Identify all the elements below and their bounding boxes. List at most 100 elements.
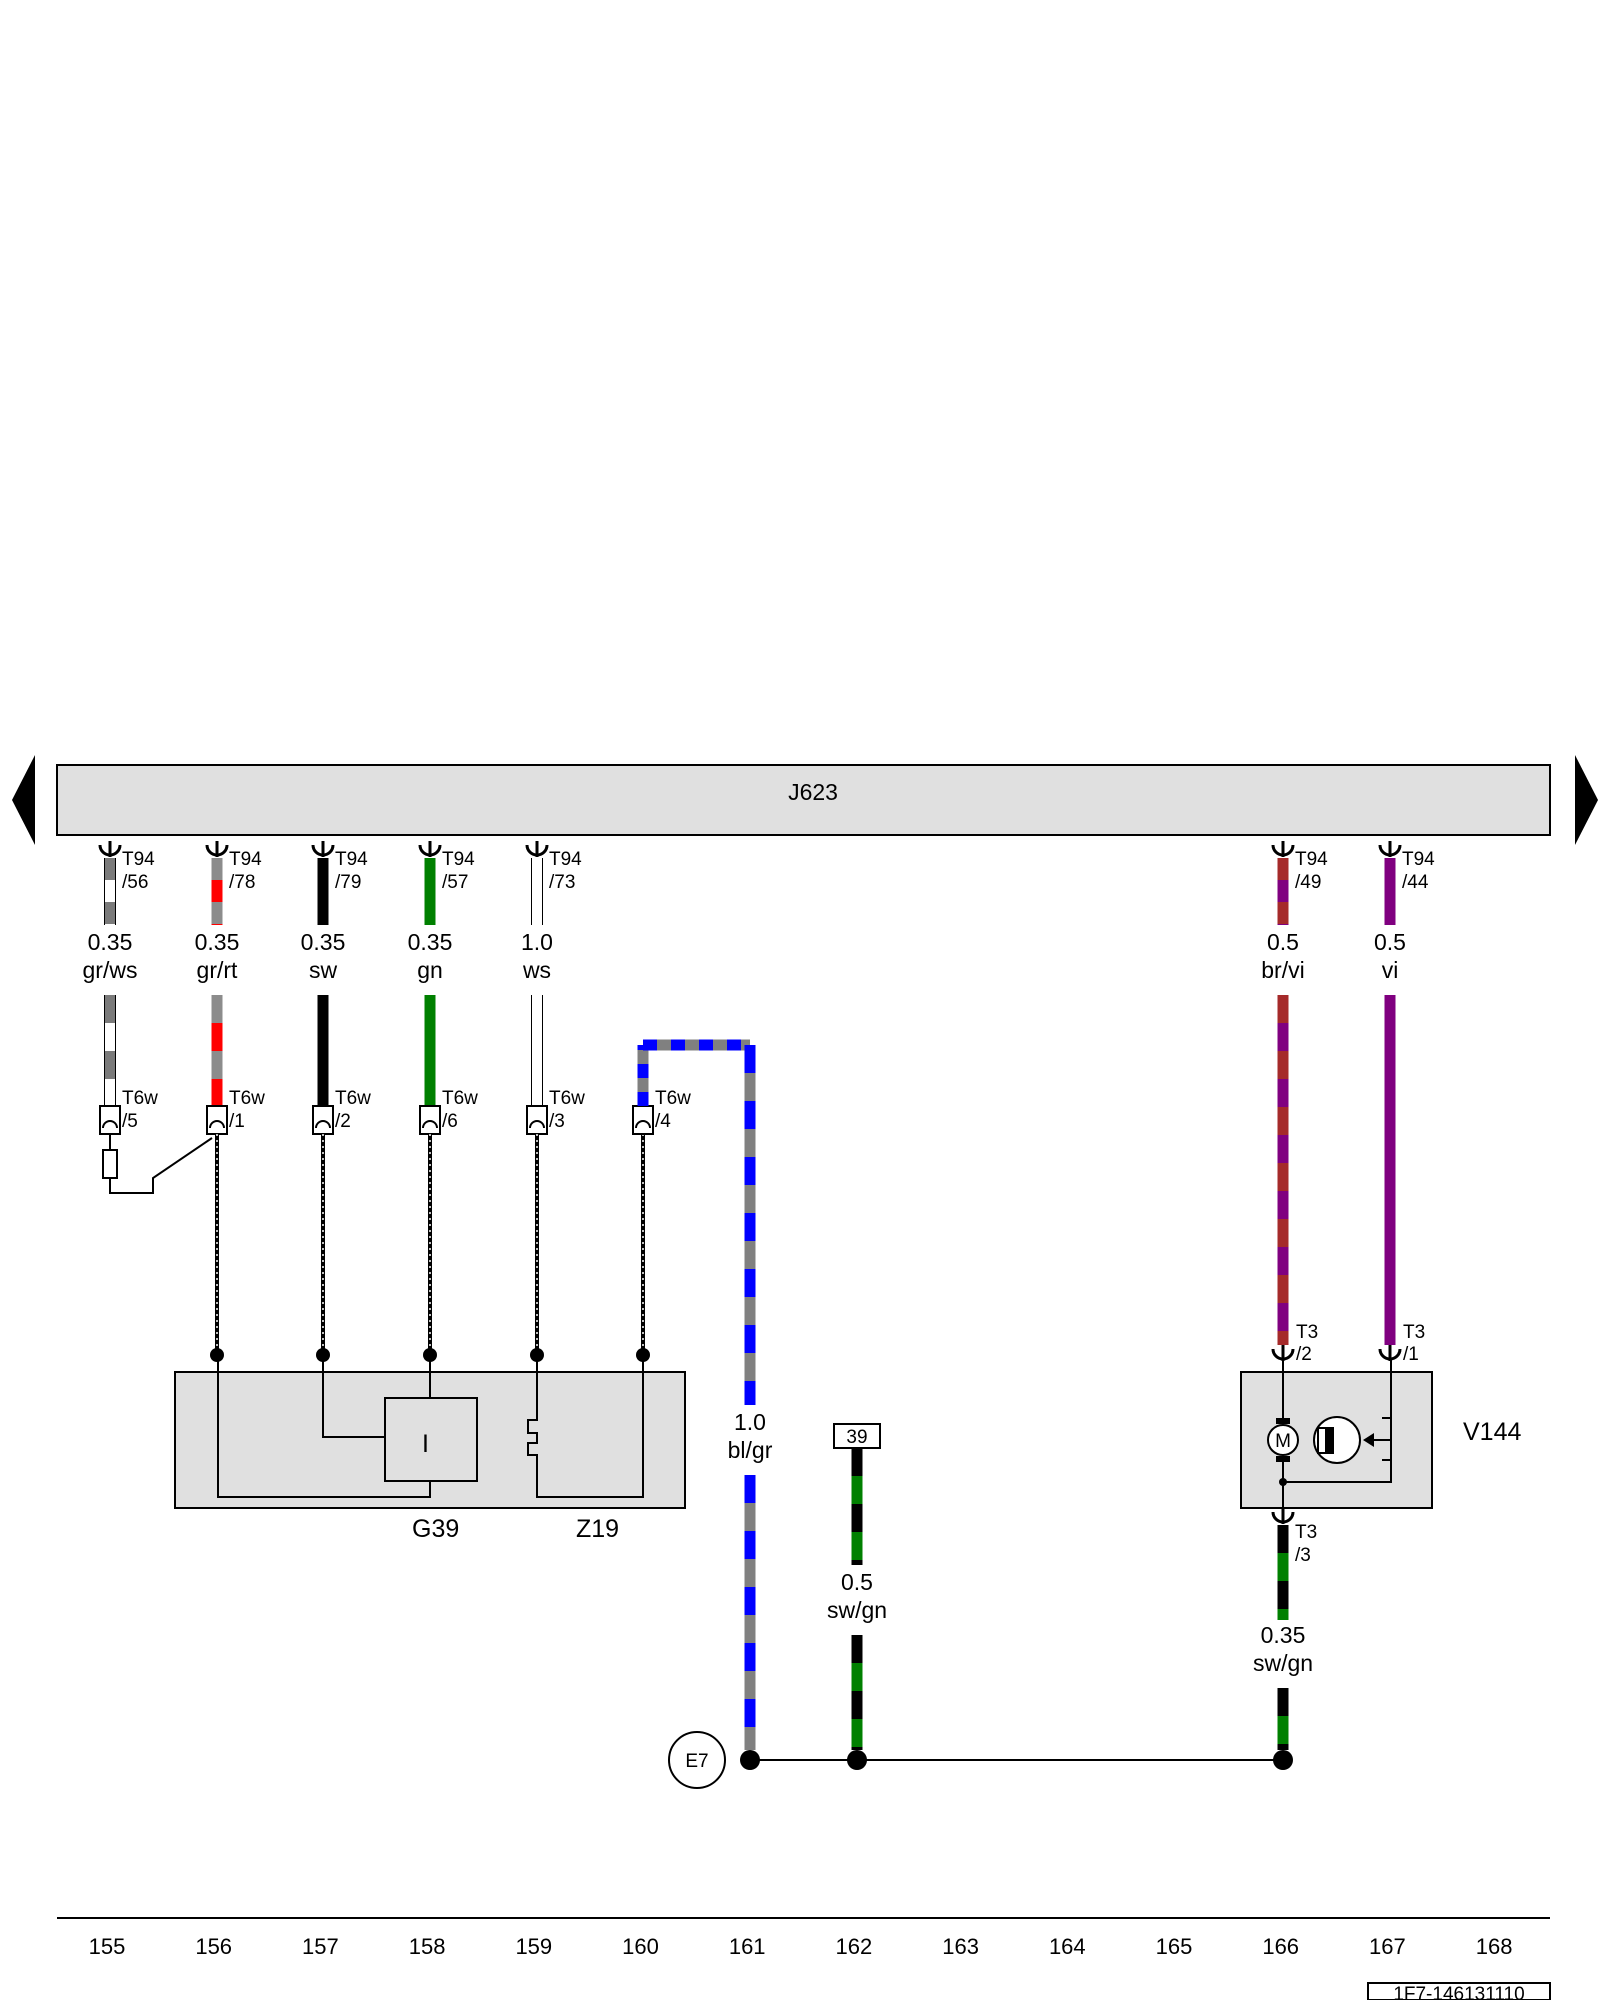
column-number: 164 [1049,1934,1086,1959]
column-number: 159 [515,1934,552,1959]
g39-label: G39 [412,1515,459,1543]
wire-56-conn-pin: /56 [122,872,148,893]
wire-166-conn-name: T3 [1295,1522,1317,1543]
wire-73-lower [531,995,543,1108]
reference-box-39 [833,1423,881,1449]
column-number: 165 [1156,1934,1193,1959]
wire-labels-layer: T94/560.35gr/wsT6w/5T94/780.35gr/rtT6w/1… [83,849,1436,1676]
wire-t6w-4-name: T6w [655,1088,691,1109]
position-sensor-arrow-icon [1363,1433,1374,1447]
motor-icon [1267,1424,1299,1456]
v144-node [1279,1478,1287,1486]
v144-label: V144 [1463,1418,1521,1446]
wire-57-t6w-pin: /6 [442,1111,458,1132]
g39-sensor-element [384,1397,478,1482]
wire-79-conn-name: T94 [335,849,368,870]
wire-56-t6w-pin: /5 [122,1111,138,1132]
doc-id-box [1367,1982,1551,2000]
ground-point-e7 [668,1731,726,1789]
wires-layer [98,841,1402,1750]
ground-point-label: E7 [685,1751,708,1772]
wire-56-t6w-name: T6w [122,1088,158,1109]
wire-44-conn-pin: /44 [1402,872,1429,893]
wire-t6w-4-arc [635,1120,651,1129]
wire-57-gauge: 0.35 [408,929,453,955]
wire-79-color-code: sw [309,957,338,983]
wire-73-upper [531,858,543,925]
ground-node-161 [740,1750,760,1770]
wire-78-t6w-name: T6w [229,1088,265,1109]
column-number: 167 [1369,1934,1406,1959]
wire-44-gauge: 0.5 [1374,929,1406,955]
wire-73-t6w-pin: /3 [549,1111,565,1132]
column-number: 160 [622,1934,659,1959]
ground-node-162 [847,1750,867,1770]
wire-57-conn-name: T94 [442,849,475,870]
wire-57-conn-pin: /57 [442,872,468,893]
wire-44-color-code: vi [1382,957,1399,983]
ground-node-166 [1273,1750,1293,1770]
nav-left-arrow-icon[interactable] [12,755,35,845]
wire-78-t6w-box [206,1105,228,1135]
control-unit-j623-box [56,764,1551,836]
nav-right-arrow-icon[interactable] [1575,755,1598,845]
wire-44-t3-pin: /1 [1403,1344,1419,1365]
wire-73-conn-name: T94 [549,849,582,870]
wire-56-t6w-arc [102,1120,118,1129]
column-number: 162 [836,1934,873,1959]
wire-162-color-code: sw/gn [827,1597,887,1623]
wire-79-t6w-arc [315,1120,331,1129]
wire-57-t6w-arc [422,1120,438,1129]
wire-56-conn-name: T94 [122,849,155,870]
wire-56-gauge: 0.35 [88,929,133,955]
wire-166-gauge: 0.35 [1261,1622,1306,1648]
ground-wire-gauge: 1.0 [734,1409,766,1435]
motor-symbol: M [1275,1431,1291,1452]
motor-brush-bottom [1276,1456,1290,1462]
reference-box-label: 39 [846,1427,867,1448]
wire-78-t6w-pin: /1 [229,1111,245,1132]
wire-49-t3-pin: /2 [1296,1344,1312,1365]
column-number: 157 [302,1934,339,1959]
column-number: 166 [1262,1934,1299,1959]
wire-73-t6w-name: T6w [549,1088,585,1109]
wire-79-t6w-pin: /2 [335,1111,351,1132]
wire-56-color-code: gr/ws [83,957,138,983]
wire-49-color-code: br/vi [1261,957,1304,983]
g39-z19-internal-wiring [217,1355,644,1498]
z19-label: Z19 [576,1515,619,1543]
column-number: 161 [729,1934,766,1959]
wire-49-conn-name: T94 [1295,849,1328,870]
wire-44-conn-name: T94 [1402,849,1435,870]
wire-79-conn-pin: /79 [335,872,361,893]
wire-57-t6w-name: T6w [442,1088,478,1109]
wire-73-t6w-arc [529,1120,545,1129]
wire-56-upper [104,858,116,925]
column-number: 163 [942,1934,979,1959]
wire-73-color-code: ws [522,957,551,983]
wire-78-conn-name: T94 [229,849,262,870]
sensor-symbol: I [422,1430,429,1458]
wire-56-lower [104,995,116,1108]
wire-78-gauge: 0.35 [195,929,240,955]
wire-79-t6w-name: T6w [335,1088,371,1109]
position-sensor-fill [1325,1428,1333,1453]
resistor [102,1149,118,1179]
column-number: 158 [409,1934,446,1959]
column-number: 168 [1476,1934,1513,1959]
column-number: 155 [89,1934,126,1959]
wire-166-color-code: sw/gn [1253,1650,1313,1676]
wire-57-color-code: gn [417,957,443,983]
wire-78-color-code: gr/rt [197,957,239,983]
wire-78-conn-pin: /78 [229,872,255,893]
control-unit-label: J623 [788,779,838,805]
motor-brush-top [1276,1418,1290,1424]
column-numbers: 155 156 157 158 159 160 161 162 163 164 165 166 167 1… [89,1934,1513,1959]
wire-78-t6w-arc [209,1120,225,1129]
wire-49-conn-pin: /49 [1295,872,1321,893]
ground-wire-color-code: bl/gr [728,1437,773,1463]
wire-49-gauge: 0.5 [1267,929,1299,955]
column-number: 156 [195,1934,232,1959]
wire-t6w-4-pin: /4 [655,1111,671,1132]
